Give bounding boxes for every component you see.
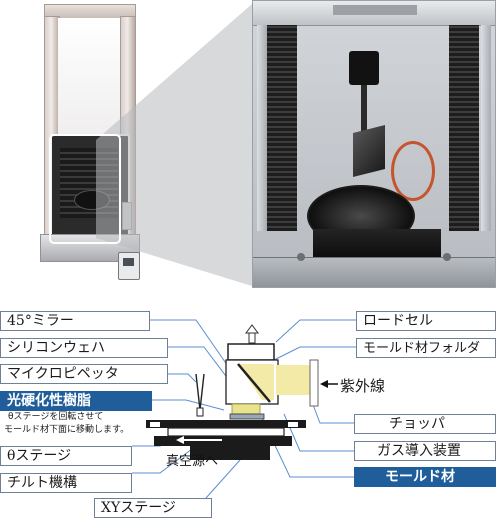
closeup-mirror-block bbox=[353, 125, 385, 177]
closeup-load-cell bbox=[349, 51, 379, 85]
label-tilt-mechanism: チルト機構 bbox=[0, 473, 132, 493]
machine-frame-opening bbox=[58, 18, 120, 136]
closeup-base bbox=[253, 257, 495, 287]
label-chopper: チョッパ bbox=[354, 414, 496, 434]
closeup-xy-stage bbox=[313, 229, 441, 259]
xy-stage-plate bbox=[154, 436, 292, 446]
chamber-closeup-photo bbox=[252, 0, 496, 288]
closeup-bolt bbox=[443, 253, 451, 261]
closeup-nameplate bbox=[333, 5, 417, 15]
label-ultraviolet: 紫外線 bbox=[340, 377, 386, 395]
closeup-left-bellows bbox=[267, 25, 297, 231]
resin-drop bbox=[231, 403, 261, 415]
label-photocurable-resin: 光硬化性樹脂 bbox=[0, 391, 152, 411]
theta-note-line-1: θステージを回転させて bbox=[8, 412, 104, 422]
machine-overview-photo bbox=[34, 4, 144, 280]
label-vacuum-source: 真空源へ bbox=[166, 454, 219, 469]
label-45-mirror: 45°ミラー bbox=[0, 311, 150, 331]
load-cell-block bbox=[227, 343, 275, 361]
uv-arrow-icon bbox=[320, 380, 338, 388]
closeup-gas-tube bbox=[391, 141, 435, 201]
up-arrow-icon bbox=[245, 324, 259, 344]
label-gas-inlet: ガス導入装置 bbox=[354, 441, 496, 461]
tilt-plate bbox=[167, 427, 285, 437]
label-mold-holder: モールド材フォルダ bbox=[356, 338, 496, 358]
micropipette-icon bbox=[195, 373, 205, 417]
label-micropipette: マイクロピペッタ bbox=[0, 364, 168, 384]
control-pendant bbox=[118, 252, 140, 280]
apparatus-schematic bbox=[132, 319, 356, 499]
uv-source-window bbox=[309, 359, 319, 407]
label-theta-stage: θステージ bbox=[0, 446, 132, 466]
left-arrow-icon bbox=[176, 436, 222, 444]
closeup-right-bellows bbox=[449, 25, 479, 231]
mirror-45-line bbox=[237, 363, 271, 403]
closeup-left-rail bbox=[257, 25, 267, 231]
chamber-stage bbox=[74, 190, 110, 210]
label-silicon-wafer: シリコンウェハ bbox=[0, 338, 168, 358]
stage-mark bbox=[288, 422, 298, 427]
theta-note-line-2: モールド材下面に移動します。 bbox=[4, 425, 130, 435]
xy-stage-base bbox=[190, 446, 270, 460]
machine-side-panel bbox=[122, 202, 132, 230]
label-xy-stage: XYステージ bbox=[94, 498, 212, 518]
closeup-right-rail bbox=[481, 25, 491, 231]
closeup-bolt bbox=[297, 253, 305, 261]
silicon-wafer-piece bbox=[229, 413, 265, 420]
label-load-cell: ロードセル bbox=[356, 311, 496, 331]
machine-process-chamber bbox=[50, 134, 130, 239]
leader-lines bbox=[132, 319, 356, 499]
theta-stage-plate bbox=[146, 420, 306, 428]
uv-beam bbox=[276, 365, 310, 395]
closeup-top-beam bbox=[253, 1, 495, 26]
stage-mark bbox=[150, 422, 160, 427]
closeup-rod bbox=[361, 85, 367, 133]
label-mold-material: モールド材 bbox=[354, 467, 496, 487]
